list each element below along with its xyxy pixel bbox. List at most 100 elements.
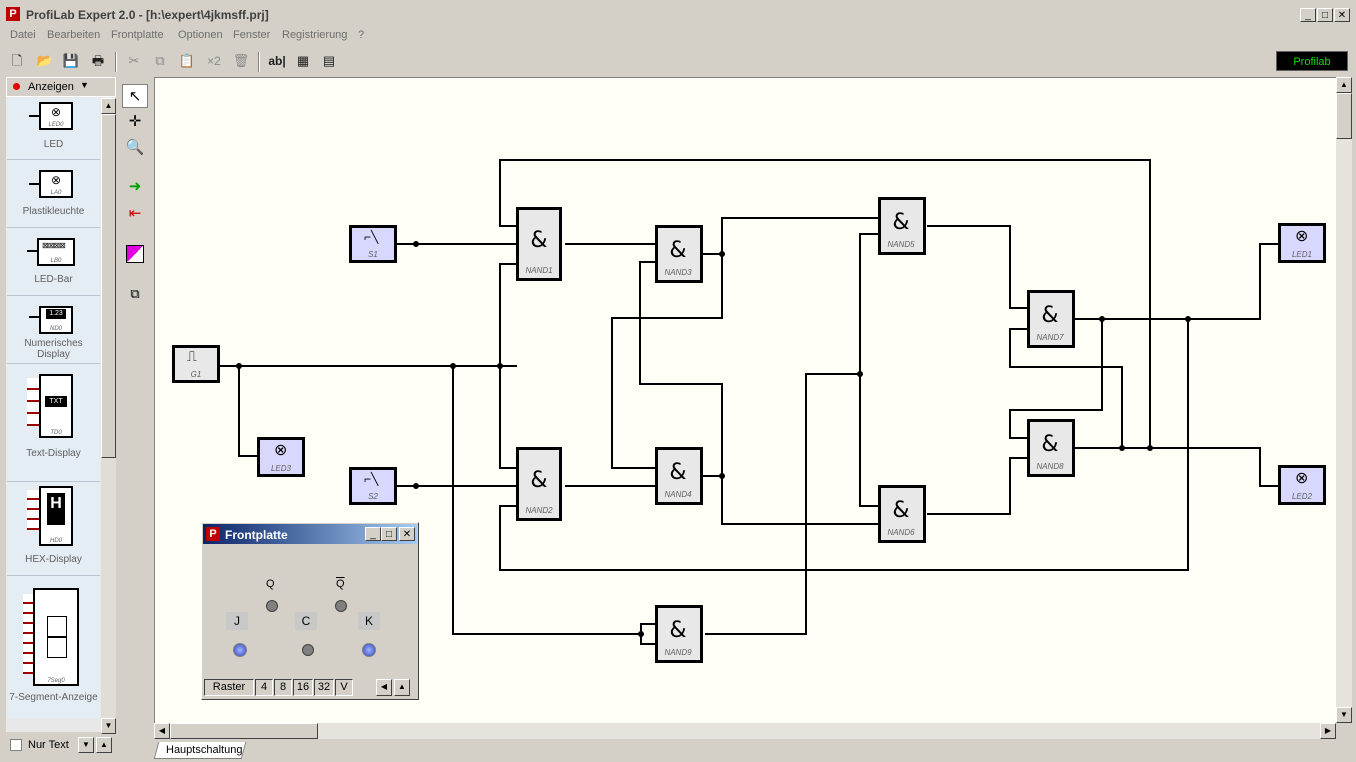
select-arrow-icon[interactable]: ↖ bbox=[122, 84, 148, 108]
palette-item-text-display[interactable]: TXT TD0 Text-Display bbox=[7, 364, 100, 482]
palette-item-hex-display[interactable]: H HD0 HEX-Display bbox=[7, 482, 100, 576]
menu-registrierung[interactable]: Registrierung bbox=[282, 29, 348, 41]
new-file-icon[interactable]: 🗋 bbox=[11, 53, 23, 68]
wire-point-icon[interactable]: ✛ bbox=[128, 113, 142, 130]
arrow-up-icon[interactable]: ▲ bbox=[96, 737, 112, 753]
palette-item-7-segment[interactable]: 7Seg0 7-Segment-Anzeige bbox=[7, 576, 100, 718]
window-switch-icon[interactable]: ⧉ bbox=[130, 286, 140, 301]
frontplatte-footer: Raster 4 8 16 32 V ◀ ▲ bbox=[204, 679, 416, 697]
palette-scroll-thumb[interactable] bbox=[101, 114, 116, 458]
print-icon[interactable]: 🖶 bbox=[91, 53, 105, 68]
wire bbox=[1009, 328, 1029, 330]
chip-name: HD0 bbox=[49, 538, 62, 544]
scroll-down-icon[interactable]: ▼ bbox=[101, 718, 116, 734]
nur-text-checkbox[interactable] bbox=[10, 739, 22, 751]
grid-option-8[interactable]: 8 bbox=[274, 679, 292, 696]
junction-dot bbox=[1099, 316, 1105, 322]
hi-lo-icon[interactable] bbox=[122, 242, 148, 266]
horizontal-scroll-thumb[interactable] bbox=[170, 723, 318, 739]
junction-dot bbox=[719, 473, 725, 479]
palette-item-led[interactable]: ⊗ LED0 LED bbox=[7, 98, 100, 160]
grid-option-4[interactable]: 4 bbox=[255, 679, 273, 696]
pin bbox=[29, 115, 39, 117]
scroll-right-icon[interactable]: ▶ bbox=[1320, 723, 1336, 739]
vertical-scroll-thumb[interactable] bbox=[1336, 93, 1352, 139]
k-switch[interactable] bbox=[362, 643, 376, 657]
nand1-gate[interactable]: & NAND1 bbox=[516, 207, 562, 281]
duplicate-button[interactable]: ×2 bbox=[207, 54, 221, 68]
start-simulation-icon[interactable]: ➜ bbox=[128, 178, 142, 195]
frontplatte-window bbox=[201, 522, 419, 700]
wire bbox=[1121, 366, 1123, 449]
menu-help[interactable]: ? bbox=[358, 29, 365, 41]
nand2-gate[interactable]: & NAND2 bbox=[516, 447, 562, 521]
tab-hauptschaltung[interactable]: Hauptschaltung bbox=[153, 742, 247, 760]
scroll-left-icon[interactable]: ◀ bbox=[154, 723, 170, 739]
page-grid-icon[interactable]: ▦ bbox=[296, 53, 310, 68]
cut-icon[interactable]: ✂ bbox=[128, 53, 140, 68]
arrow-left-icon[interactable]: ◀ bbox=[376, 679, 392, 696]
menu-datei[interactable]: Datei bbox=[10, 29, 36, 41]
copy-icon[interactable]: ⧉ bbox=[155, 53, 165, 68]
scroll-up-icon[interactable]: ▲ bbox=[101, 98, 116, 114]
nand9-gate[interactable]: & NAND9 bbox=[655, 605, 703, 663]
canvas-vertical-scrollbar[interactable]: ▲ ▼ bbox=[1336, 77, 1352, 723]
scroll-down-icon[interactable]: ▼ bbox=[1336, 707, 1352, 723]
maximize-button[interactable]: □ bbox=[381, 527, 397, 541]
nand6-gate[interactable]: & NAND6 bbox=[878, 485, 926, 543]
profilab-button[interactable]: Profilab bbox=[1276, 51, 1348, 71]
arrow-down-icon[interactable]: ▼ bbox=[78, 737, 94, 753]
menu-bearbeiten[interactable]: Bearbeiten bbox=[47, 29, 101, 41]
menu-optionen[interactable]: Optionen bbox=[178, 29, 223, 41]
open-folder-icon[interactable]: 📂 bbox=[36, 53, 54, 68]
clock-generator-g1[interactable]: ⎍ G1 bbox=[172, 345, 220, 383]
nand4-gate[interactable]: & NAND4 bbox=[655, 447, 703, 505]
palette-item-plastikleuchte[interactable]: ⊗ LA0 Plastikleuchte bbox=[7, 160, 100, 228]
page-list-icon[interactable]: ▤ bbox=[322, 53, 336, 68]
close-button[interactable]: ✕ bbox=[1334, 8, 1350, 22]
stop-simulation-icon[interactable]: ⇤ bbox=[128, 205, 142, 222]
switch-s2[interactable]: ⌐╲ S2 bbox=[349, 467, 397, 505]
minimize-button[interactable]: _ bbox=[1300, 8, 1316, 22]
wire bbox=[859, 233, 861, 507]
wire bbox=[639, 261, 641, 385]
menu-fenster[interactable]: Fenster bbox=[233, 29, 271, 41]
switch-s1[interactable]: ⌐╲ S1 bbox=[349, 225, 397, 263]
delete-icon[interactable]: 🗑 bbox=[232, 53, 250, 68]
save-icon[interactable]: 💾 bbox=[62, 53, 80, 68]
text-tool-button[interactable]: ab| bbox=[268, 54, 286, 68]
scroll-up-icon[interactable]: ▲ bbox=[1336, 77, 1352, 93]
text-value: TXT bbox=[45, 396, 67, 407]
nand7-gate[interactable]: & NAND7 bbox=[1027, 290, 1075, 348]
canvas-horizontal-scrollbar[interactable]: ◀ ▶ bbox=[154, 723, 1336, 739]
grid-option-v[interactable]: V bbox=[335, 679, 353, 696]
close-button[interactable]: ✕ bbox=[399, 527, 415, 541]
led-led3[interactable]: ⊗ LED3 bbox=[257, 437, 305, 477]
maximize-button[interactable]: □ bbox=[1317, 8, 1333, 22]
segment-lower bbox=[47, 636, 67, 658]
c-lamp bbox=[302, 644, 314, 656]
zoom-icon[interactable]: 🔍 bbox=[125, 139, 145, 156]
grid-option-16[interactable]: 16 bbox=[293, 679, 313, 696]
palette-item-label: LED bbox=[43, 139, 64, 150]
j-switch[interactable] bbox=[233, 643, 247, 657]
wire bbox=[1009, 366, 1123, 368]
paste-icon[interactable]: 📋 bbox=[178, 53, 196, 68]
menu-frontplatte[interactable]: Frontplatte bbox=[111, 29, 164, 41]
palette-item-numerisches-display[interactable]: 1.23 ND0 Numerisches Display bbox=[7, 296, 100, 364]
junction-dot bbox=[857, 371, 863, 377]
palette-item-led-bar[interactable]: ⊠⊠⊠⊠ LB0 LED-Bar bbox=[7, 228, 100, 296]
nand5-gate[interactable]: & NAND5 bbox=[878, 197, 926, 255]
nand3-gate[interactable]: & NAND3 bbox=[655, 225, 703, 283]
chevron-down-icon: ▼ bbox=[80, 80, 89, 90]
wire bbox=[1009, 437, 1029, 439]
nand8-gate[interactable]: & NAND8 bbox=[1027, 419, 1075, 477]
palette-category-dropdown[interactable]: Anzeigen ▼ bbox=[6, 77, 116, 97]
grid-option-32[interactable]: 32 bbox=[314, 679, 334, 696]
chip-name: ND0 bbox=[49, 326, 62, 332]
led-led2[interactable]: ⊗ LED2 bbox=[1278, 465, 1326, 505]
arrow-up-icon[interactable]: ▲ bbox=[394, 679, 410, 696]
wire bbox=[1009, 307, 1029, 309]
minimize-button[interactable]: _ bbox=[365, 527, 381, 541]
led-led1[interactable]: ⊗ LED1 bbox=[1278, 223, 1326, 263]
